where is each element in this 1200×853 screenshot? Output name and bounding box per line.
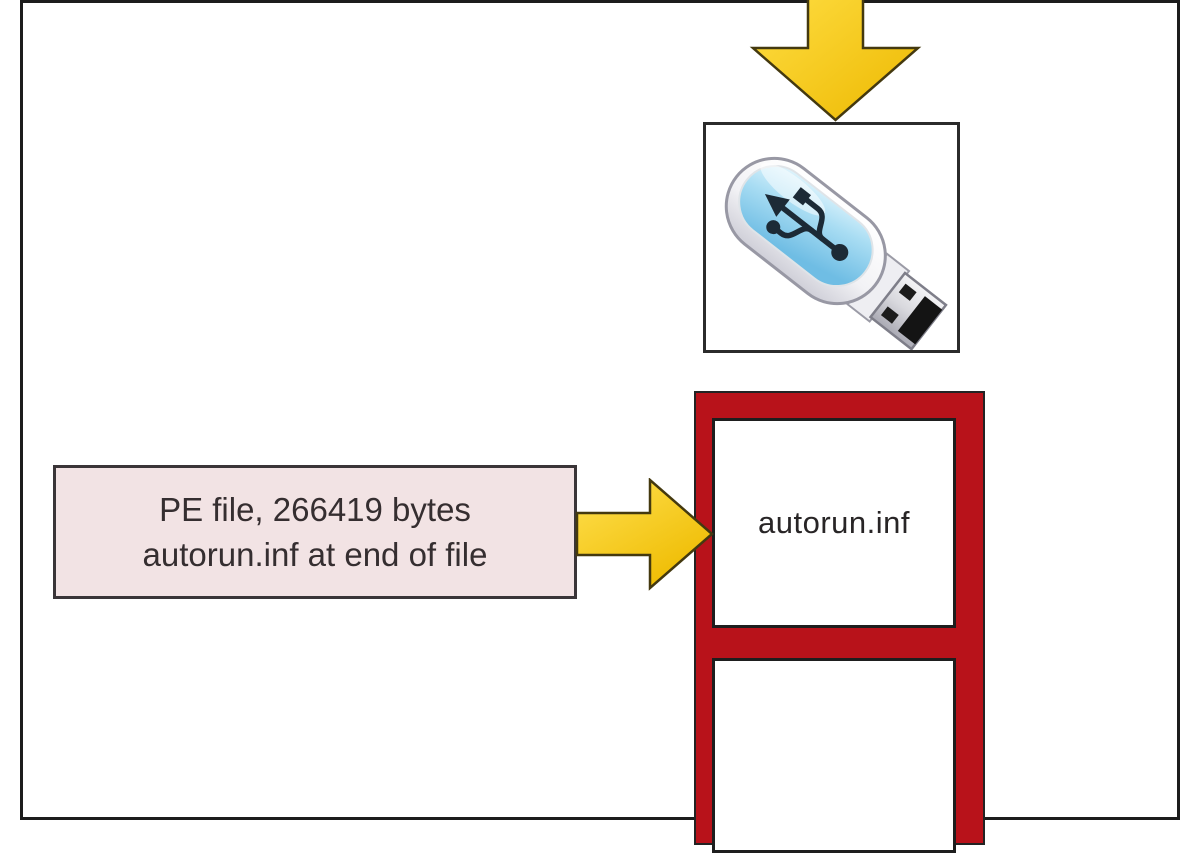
file-slot-partial [712,658,956,853]
pe-file-note-line2: autorun.inf at end of file [142,536,488,573]
usb-flash-drive-icon [724,156,948,350]
diagram-canvas: { "diagram": { "note_box": { "line1": "P… [20,0,1180,853]
outer-frame [20,0,1180,820]
file-slot-autorun: autorun.inf [712,418,956,628]
right-arrow-icon [575,478,714,591]
autorun-file-label: autorun.inf [758,505,910,540]
usb-contents-box: autorun.inf [696,393,983,853]
pe-file-note-box: PE file, 266419 bytes autorun.inf at end… [53,465,577,599]
down-arrow-icon [749,0,922,122]
pe-file-note-line1: PE file, 266419 bytes [159,491,471,528]
usb-drive-box [703,122,960,353]
